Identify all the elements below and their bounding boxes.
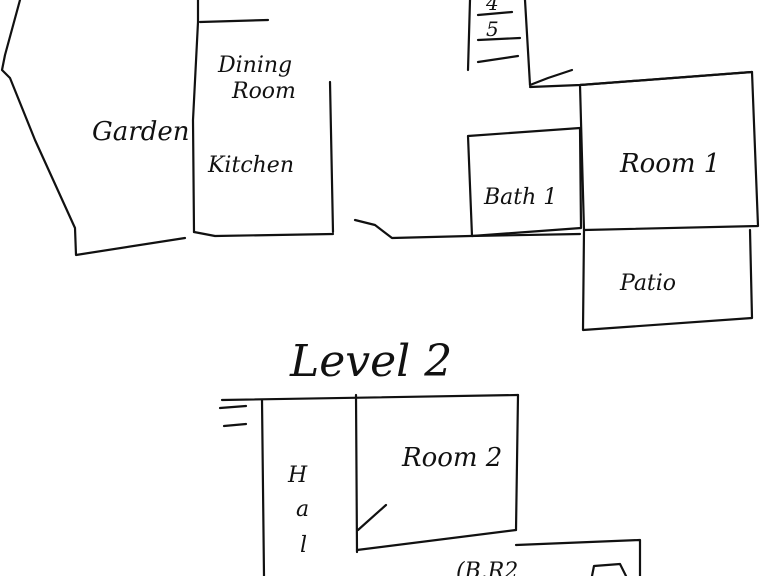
hall-right-wall	[354, 393, 359, 554]
patio-label: Patio	[619, 271, 676, 296]
level-title: Level 2	[289, 336, 452, 387]
bath-2-fixture	[590, 562, 628, 576]
stairs-mark-1	[218, 404, 248, 410]
dining-room-left-wall	[191, 0, 200, 234]
bath-2-label: (B.R2	[456, 559, 518, 576]
bath-1-label: Bath 1	[483, 185, 557, 210]
stairs-digit-4: 4	[485, 0, 499, 15]
stairs-step-2	[476, 36, 522, 42]
stairs-right-wall	[523, 0, 532, 87]
room-2-right-wall	[514, 393, 520, 532]
dining-room-top-wall	[198, 18, 270, 24]
room-1-label: Room 1	[619, 149, 720, 179]
room-2-bottom-wall	[355, 528, 518, 552]
level-1-walls	[0, 0, 760, 332]
stairs-step-1	[476, 10, 514, 17]
garden-label: Garden	[92, 117, 189, 147]
kitchen-right-wall	[328, 80, 335, 234]
stairs-step-3	[476, 54, 520, 64]
stairs-digit-5: 5	[486, 17, 499, 41]
bath-1-walls	[466, 126, 583, 238]
stairs-mark-2	[222, 422, 248, 428]
door-swing-top	[528, 68, 574, 87]
door-swing-room-2	[356, 503, 388, 532]
corridor-bottom-wall	[353, 218, 582, 240]
dining-room-label-line-2: Room	[231, 79, 296, 104]
stairs-left-wall	[466, 0, 472, 72]
kitchen-label: Kitchen	[207, 153, 294, 178]
level-2-walls	[218, 393, 642, 576]
patio-walls	[581, 228, 754, 332]
room-2-label: Room 2	[401, 443, 502, 473]
garden-outline	[0, 0, 187, 257]
dining-room-label-line-1: Dining	[217, 53, 292, 78]
labels: Garden Dining Room Kitchen 4 5 Bath 1 Ro…	[92, 0, 720, 576]
hall-letter-h: H	[287, 463, 308, 488]
room-1-walls	[578, 70, 760, 232]
hall-left-wall	[260, 398, 266, 576]
level-2-top-wall	[220, 393, 520, 402]
hall-letter-l: l	[300, 533, 307, 558]
hall-letter-a: a	[296, 497, 309, 522]
bath-2-top-wall	[514, 538, 642, 576]
kitchen-bottom-wall	[192, 230, 335, 238]
